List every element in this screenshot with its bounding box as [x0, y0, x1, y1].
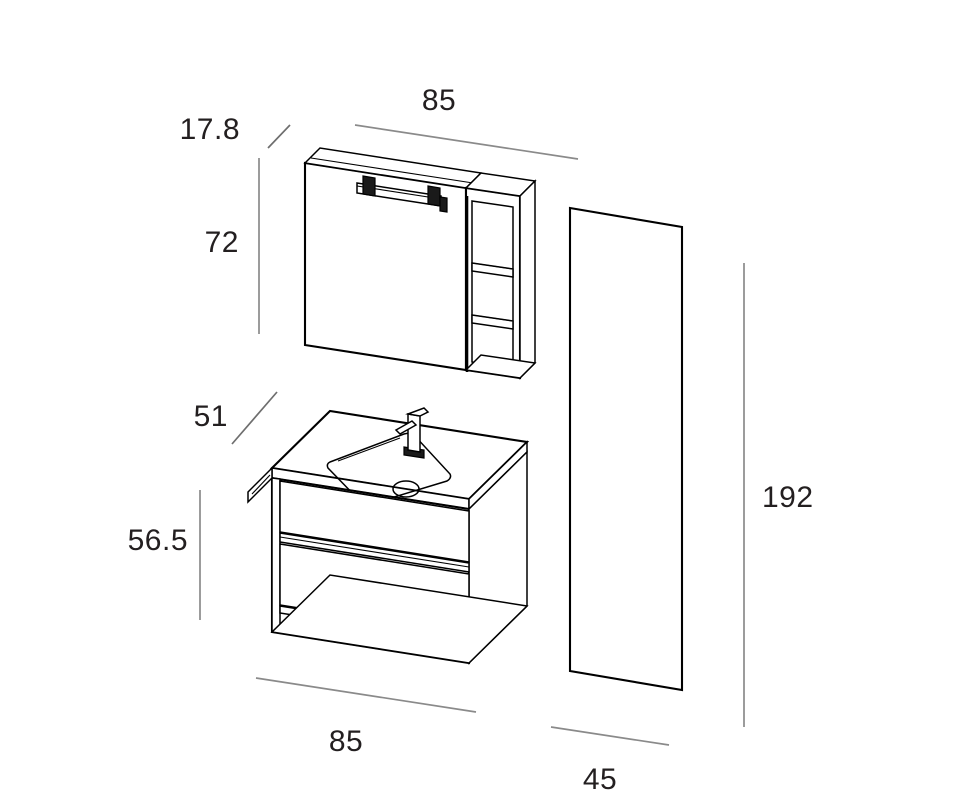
dimline-vanity-width [255, 677, 477, 713]
basin-inner-rim [337, 437, 401, 462]
dimension-label-mirror-height: 72 [205, 226, 239, 259]
dimension-labels: 85 17.8 72 51 56.5 85 45 192 [128, 84, 814, 796]
mirror-cabinet [303, 147, 537, 380]
vanity-unit [247, 407, 530, 665]
vanity-left-edge [271, 477, 281, 634]
mirror-top-crease [310, 157, 474, 184]
dimension-lines [199, 124, 745, 746]
vanity-bottom [270, 574, 529, 664]
column-cabinet [568, 206, 684, 692]
dimline-mirror-width [354, 124, 579, 160]
faucet-body [407, 413, 421, 453]
column-door-front [568, 206, 684, 692]
leader-mirror-depth [267, 124, 291, 149]
faucet [394, 407, 430, 459]
shelf-unit-interior [471, 200, 514, 369]
dimension-label-column-height: 192 [762, 481, 814, 514]
dimension-label-vanity-height: 56.5 [128, 524, 188, 557]
light-bracket-left [362, 175, 376, 197]
leader-vanity-depth [231, 391, 278, 445]
shelf-unit-side-panel [519, 179, 536, 380]
dimension-label-mirror-width: 85 [422, 84, 456, 117]
faucet-handle [394, 420, 418, 435]
dimension-label-vanity-depth: 51 [194, 400, 228, 433]
shelf-board-lower [471, 314, 514, 330]
shelf-board-upper [471, 262, 514, 278]
dimline-column-width [550, 726, 670, 746]
vanity-drawer-upper [279, 480, 470, 563]
dimension-label-vanity-width: 85 [329, 725, 363, 758]
basin-drain [392, 480, 420, 498]
led-light-bar [356, 175, 448, 213]
dimension-label-mirror-depth: 17.8 [180, 113, 240, 146]
light-arm [439, 196, 448, 213]
faucet-spout [405, 407, 430, 417]
light-bracket-right [427, 185, 441, 207]
vanity-handle-groove [279, 532, 470, 573]
dimension-label-column-width: 45 [583, 763, 617, 796]
shelf-unit-bottom [464, 354, 537, 379]
